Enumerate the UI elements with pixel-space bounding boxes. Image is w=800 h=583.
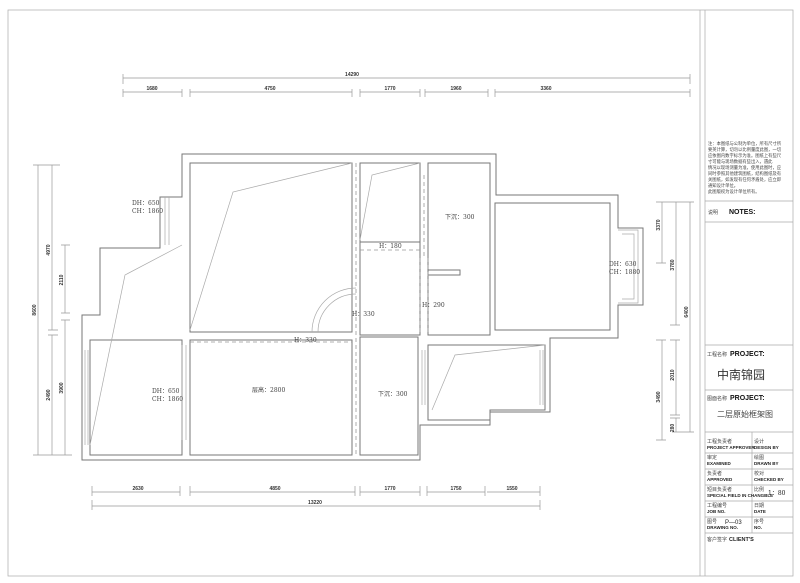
row-label-cn: 工程负责者 [707, 438, 732, 445]
notes-line: 寸可能与现场数据有些出入，遇此 [708, 158, 773, 165]
title-row: 审定 EXAMINED 绘图 DRAWN BY [707, 454, 779, 466]
title-row: 工程编号 JOB NO. 日期 DATE [707, 502, 766, 514]
drawing-number: P—03 [725, 520, 742, 526]
row-label-cn: 序号 [754, 518, 764, 525]
dim-right: 3370 [656, 219, 662, 230]
row-label-cn: 负责者 [707, 470, 722, 477]
client-label-cn: 客户签字 [707, 536, 727, 543]
project-label-en: PROJECT: [730, 351, 765, 358]
notes-text: 注：本图纸与公制为单位，所有尺寸所 要英计算，切勿以比例量度此图，一切 应依图内… [708, 140, 782, 195]
dim-top-total: 14290 [345, 72, 359, 78]
drawing-label-cn: 图面名称 [707, 395, 727, 402]
title-row: 工程负责者 PROJECT APPROVER 设计 DESIGN BY [707, 438, 779, 450]
dim-top: 4750 [264, 86, 275, 92]
top-dimensions: 14290 1680 4750 1770 1960 3360 [122, 72, 691, 97]
project-name: 中南锦园 [717, 367, 765, 382]
row-label-cn: 工程编号 [707, 502, 727, 509]
row-label-cn: 绘图 [754, 454, 764, 461]
row-label-en: JOB NO. [707, 509, 726, 514]
dim-right: 2010 [670, 369, 676, 380]
window-label-dh: DH：650 [152, 388, 180, 395]
row-label-en: NO. [754, 525, 762, 530]
notes-line: 要英计算，切勿以比例量度此图，一切 [708, 146, 782, 153]
drawing-label-en: PROJECT: [730, 395, 765, 402]
row-label-cn: 审定 [707, 454, 717, 461]
dim-bottom: 1750 [450, 486, 461, 492]
title-row: 负责者 APPROVED 校对 CHECKED BY [707, 470, 784, 482]
beam-lines [190, 163, 429, 455]
notes-line: 关图纸，如发现有任何矛盾处，应立即 [708, 176, 781, 183]
window-label-ch: CH：1860 [132, 208, 163, 215]
row-label-cn: 设计 [754, 438, 764, 445]
sunken-label: 下沉：300 [378, 390, 408, 398]
dim-bottom-total: 13220 [308, 500, 322, 506]
dim-left: 4970 [46, 244, 52, 255]
dim-right: 3780 [670, 259, 676, 270]
row-label-cn: 校对 [754, 470, 764, 477]
dim-bottom: 2630 [132, 486, 143, 492]
notes-line: 同时参照其他建筑图纸，结构图纸及有 [708, 170, 782, 177]
dim-left-total: 8600 [32, 304, 38, 315]
notes-line: 应依图内数字标示为准。图纸上有些尺 [708, 152, 782, 159]
dim-bottom: 1550 [506, 486, 517, 492]
beam-height-label: H：180 [379, 243, 402, 250]
row-label-en: PROJECT APPROVER [707, 445, 755, 450]
row-label-en: EXAMINED [707, 461, 732, 466]
window-label-dh: DH：630 [609, 261, 637, 268]
title-row: 短目负责者 SPECIAL FIELD IN CHANGBLE 比例 1：80 [707, 486, 786, 498]
walls [81, 153, 644, 461]
notes-line: 情况以现场测量为准，使用此图时，应 [708, 164, 782, 171]
floor-height-label: 层高：2800 [252, 386, 285, 394]
row-label-en: DESIGN BY [754, 445, 779, 450]
title-block: 注：本图纸与公制为单位，所有尺寸所 要英计算，切勿以比例量度此图，一切 应依图内… [705, 140, 793, 543]
notes-line: 通知设计单位。 [708, 182, 738, 189]
dim-bottom: 4850 [269, 486, 280, 492]
beam-height-label: H：290 [422, 302, 445, 309]
row-label-cn: 比例 [754, 486, 764, 493]
dim-left: 3900 [59, 382, 65, 393]
dim-top: 1680 [146, 86, 157, 92]
row-label-cn: 图号 [707, 519, 717, 525]
project-label-cn: 工程名称 [707, 351, 727, 358]
dim-right-total: 6400 [684, 306, 690, 317]
dim-left: 2110 [59, 274, 65, 285]
window-label-ch: CH：1860 [152, 396, 183, 403]
dim-left: 2490 [46, 389, 52, 400]
row-label-en: DATE [754, 509, 766, 514]
dim-right: 280 [670, 424, 676, 433]
room-labels: DH：650 CH：1860 下沉：300 H：180 H：290 H：330 … [132, 200, 640, 403]
row-label-cn: 日期 [754, 503, 764, 509]
dim-top: 3360 [540, 86, 551, 92]
dim-bottom: 1770 [384, 486, 395, 492]
sunken-label: 下沉：300 [445, 213, 475, 221]
row-label-en: CHECKED BY [754, 477, 784, 482]
title-row: 图号 DRAWING NO. P—03 序号 NO. [707, 518, 764, 530]
row-label-en: APPROVED [707, 477, 733, 482]
bottom-dimensions: 2630 4850 1770 1750 1550 13220 [91, 486, 541, 510]
row-label-en: DRAWN BY [754, 461, 779, 466]
window-label-ch: CH：1880 [609, 269, 640, 276]
client-label-en: CLIENT'S [729, 537, 754, 543]
window-label-dh: DH：650 [132, 200, 160, 207]
dim-right: 3490 [656, 391, 662, 402]
row-label-en: SPECIAL FIELD IN CHANGBLE [707, 493, 773, 498]
beam-height-label: H：330 [294, 337, 317, 344]
dim-top: 1770 [384, 86, 395, 92]
dim-top: 1960 [450, 86, 461, 92]
scale-value: 1：80 [768, 490, 786, 497]
right-dimensions: 3370 3780 6400 2010 3490 280 [656, 201, 694, 441]
beam-height-label: H：330 [352, 311, 375, 318]
row-label-cn: 短目负责者 [707, 486, 732, 493]
notes-line: 注：本图纸与公制为单位，所有尺寸所 [708, 140, 782, 147]
row-label-en: DRAWING NO. [707, 525, 738, 530]
sheet-border [7, 9, 794, 577]
drawing-name: 二层原始框架图 [717, 409, 773, 419]
left-dimensions: 8600 4970 2490 2110 3900 [32, 164, 72, 456]
notes-label-en: NOTES: [729, 209, 755, 216]
notes-label-cn: 说明 [708, 209, 718, 216]
notes-line: 此图版权为设计单位所有。 [708, 188, 760, 195]
diagonal-lines [89, 162, 546, 446]
